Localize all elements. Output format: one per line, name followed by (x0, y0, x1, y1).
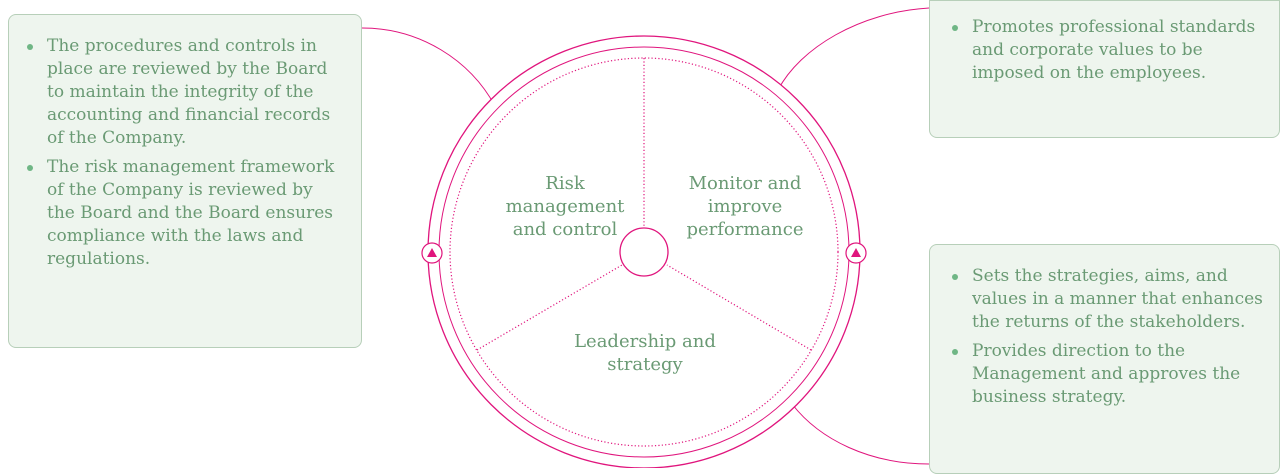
info-box-left: The procedures and controls in place are… (8, 14, 362, 348)
bullet-list-top-right: Promotes professional standards and corp… (950, 16, 1263, 85)
connector-bottom-right (791, 403, 930, 465)
up-arrow-circle-icon (845, 242, 867, 264)
bullet-icon (952, 274, 958, 280)
bullet-list-left: The procedures and controls in place are… (25, 35, 345, 271)
list-item: Provides direction to the Management and… (950, 340, 1263, 409)
info-box-bottom-right: Sets the strategies, aims, and values in… (929, 244, 1280, 474)
connector-left (361, 27, 496, 107)
list-item-text: The risk management framework of the Com… (47, 157, 335, 269)
dotted-ring (449, 57, 839, 447)
list-item-text: Provides direction to the Management and… (972, 341, 1241, 407)
bullet-icon (27, 44, 33, 50)
segment-label-risk: Risk management and control (505, 173, 625, 240)
segment-label-leadership: Leadership and strategy (574, 331, 716, 375)
info-box-top-right: Promotes professional standards and corp… (929, 0, 1280, 138)
bullet-list-bottom-right: Sets the strategies, aims, and values in… (950, 265, 1263, 409)
bullet-icon (952, 25, 958, 31)
bullet-icon (952, 349, 958, 355)
list-item: The procedures and controls in place are… (25, 35, 345, 150)
connector-top-right (777, 7, 930, 91)
list-item: The risk management framework of the Com… (25, 156, 345, 271)
list-item: Promotes professional standards and corp… (950, 16, 1263, 85)
bullet-icon (27, 165, 33, 171)
up-arrow-circle-icon (421, 242, 443, 264)
list-item-text: Sets the strategies, aims, and values in… (972, 266, 1263, 332)
hub-circle (619, 227, 669, 277)
segment-label-monitor: Monitor and improve performance (686, 173, 804, 240)
spoke-left (476, 264, 623, 351)
list-item: Sets the strategies, aims, and values in… (950, 265, 1263, 334)
list-item-text: Promotes professional standards and corp… (972, 17, 1256, 83)
list-item-text: The procedures and controls in place are… (47, 36, 331, 148)
spoke-right (666, 264, 812, 351)
